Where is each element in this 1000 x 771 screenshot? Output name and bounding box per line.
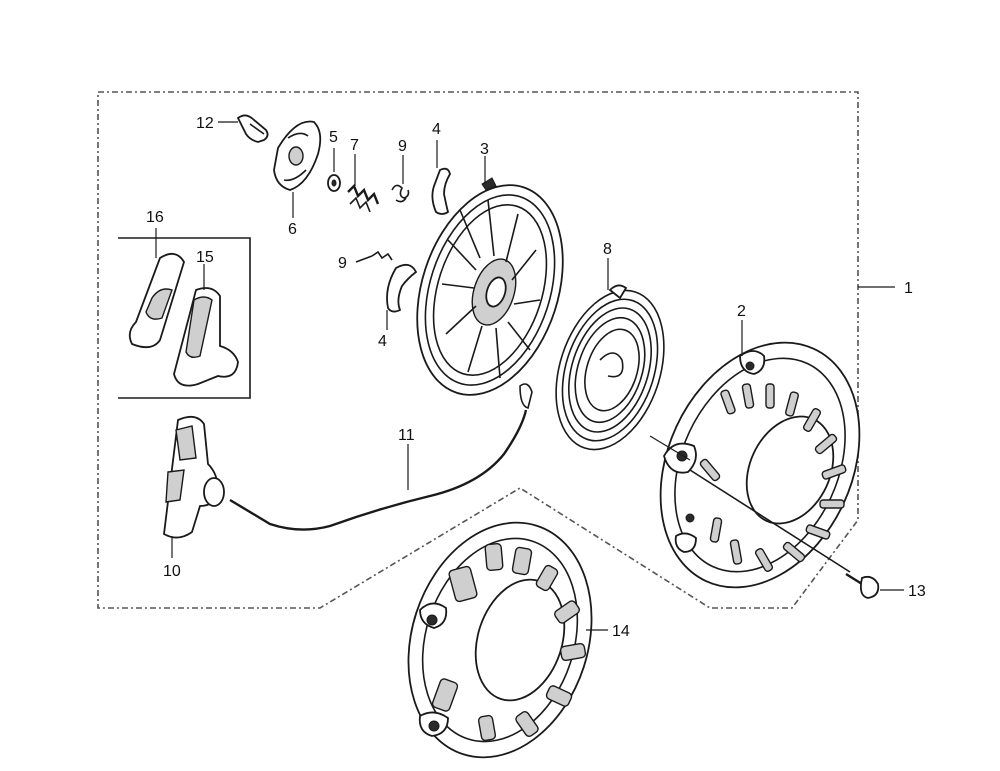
callout-10: 10 — [163, 563, 181, 580]
fan-cover-part-14 — [407, 521, 593, 759]
callout-2: 2 — [737, 303, 746, 320]
pawl-part-4-mid — [386, 263, 418, 313]
callout-4-mid: 4 — [378, 333, 387, 350]
small-spring-part-9-top — [391, 184, 410, 203]
callout-12: 12 — [196, 115, 214, 132]
starter-case-part-2 — [659, 341, 861, 589]
starter-grip-part-10 — [163, 415, 225, 539]
leader-8-to-case — [649, 435, 691, 461]
small-spring-part-9-mid — [355, 250, 393, 263]
return-spring-part-8 — [555, 284, 665, 451]
callout-5: 5 — [329, 129, 338, 146]
reel-pulley-part-3 — [416, 177, 564, 396]
callout-3: 3 — [480, 141, 489, 158]
callout-7: 7 — [350, 137, 359, 154]
grip-handle-part-15 — [173, 287, 239, 387]
pawl-part-4-top — [431, 167, 451, 215]
callout-14: 14 — [612, 623, 630, 640]
callout-13: 13 — [908, 583, 926, 600]
callout-9-mid: 9 — [338, 255, 347, 272]
grip-insert-part-16 — [128, 252, 185, 349]
bolt-part-12 — [236, 114, 269, 143]
callout-9-top: 9 — [398, 138, 407, 155]
callout-1: 1 — [904, 280, 913, 297]
callout-16: 16 — [146, 209, 164, 226]
callout-15: 15 — [196, 249, 214, 266]
spring-part-7 — [347, 183, 380, 213]
callout-6: 6 — [288, 221, 297, 238]
inset-frame — [118, 237, 251, 399]
flange-bolt-part-13 — [689, 469, 880, 599]
ratchet-plate-part-6 — [273, 120, 322, 191]
callout-4-top: 4 — [432, 121, 441, 138]
starter-rope-part-11 — [229, 409, 528, 531]
washer-hole — [331, 179, 337, 187]
rope-knot — [519, 383, 533, 409]
callout-11: 11 — [398, 427, 415, 444]
callout-8: 8 — [603, 241, 612, 258]
